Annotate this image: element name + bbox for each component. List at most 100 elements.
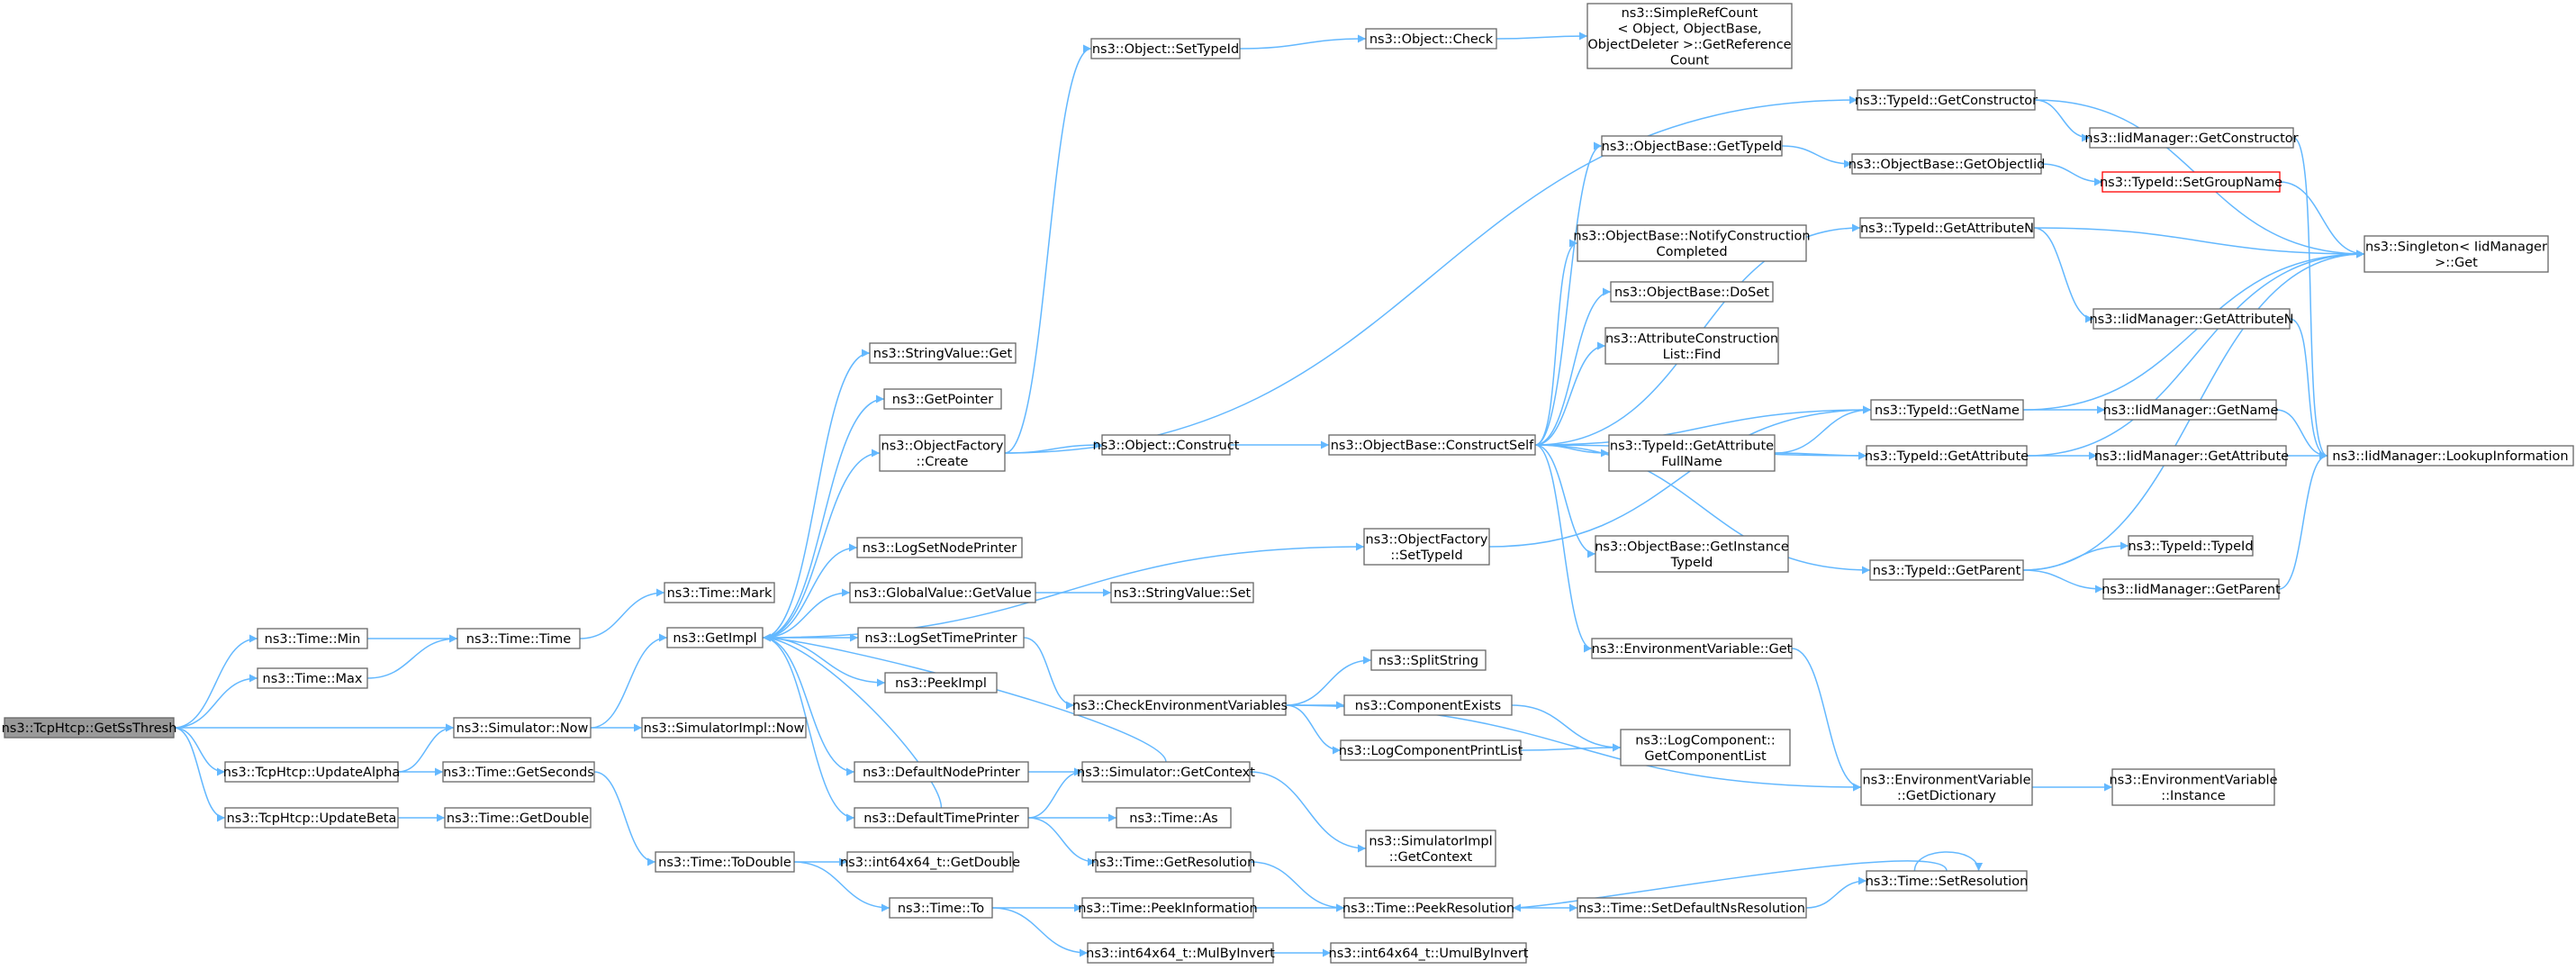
node-getimpl[interactable]: ns3::GetImpl: [666, 627, 764, 648]
node-tid-getname[interactable]: ns3::TypeId::GetName: [1870, 399, 2024, 421]
edge-arrowhead: [1103, 588, 1111, 597]
node-envvar-getdict[interactable]: ns3::EnvironmentVariable::GetDictionary: [1860, 768, 2033, 806]
node-defaulttimeprinter[interactable]: ns3::DefaultTimePrinter: [854, 807, 1029, 829]
node-time-to[interactable]: ns3::Time::To: [889, 897, 993, 919]
node-time-max[interactable]: ns3::Time::Max: [257, 667, 368, 689]
node-getpointer[interactable]: ns3::GetPointer: [883, 388, 1002, 410]
node-logcomponentprintlist[interactable]: ns3::LogComponentPrintList: [1339, 739, 1523, 761]
node-label: ::GetContext: [1389, 850, 1473, 865]
node-box: [1577, 897, 1807, 919]
node-simimpl-getcontext[interactable]: ns3::SimulatorImpl::GetContext: [1365, 829, 1496, 867]
node-simimpl-now[interactable]: ns3::SimulatorImpl::Now: [641, 717, 807, 739]
edge-arrowhead: [1080, 948, 1088, 957]
node-iid-getconstructor[interactable]: ns3::IidManager::GetConstructor: [2084, 127, 2299, 149]
node-iid-lookupinfo[interactable]: ns3::IidManager::LookupInformation: [2327, 445, 2574, 467]
edge-line: [1250, 861, 1345, 909]
node-constructself[interactable]: ns3::ObjectBase::ConstructSelf: [1328, 434, 1536, 456]
node-umulbyinvert[interactable]: ns3::int64x64_t::UmulByInvert: [1329, 942, 1529, 964]
node-todouble[interactable]: ns3::Time::ToDouble: [655, 851, 795, 873]
edge-arrowhead: [1584, 644, 1592, 653]
node-tid-typeid[interactable]: ns3::TypeId::TypeId: [2128, 535, 2254, 557]
node-globalvalue-getvalue[interactable]: ns3::GlobalValue::GetValue: [849, 582, 1036, 603]
node-box: [2102, 578, 2280, 600]
node-box: [1586, 3, 1793, 69]
node-checkenv[interactable]: ns3::CheckEnvironmentVariables: [1072, 694, 1288, 716]
node-objfactory-settypeid[interactable]: ns3::ObjectFactory::SetTypeId: [1363, 528, 1490, 566]
node-iid-getattribute[interactable]: ns3::IidManager::GetAttribute: [2094, 445, 2289, 467]
node-ob-gettypeid[interactable]: ns3::ObjectBase::GetTypeId: [1601, 135, 1783, 157]
node-tid-getparent[interactable]: ns3::TypeId::GetParent: [1869, 559, 2024, 581]
node-box: [224, 761, 399, 783]
node-splitstring[interactable]: ns3::SplitString: [1370, 649, 1487, 671]
node-logsetnodeprinter[interactable]: ns3::LogSetNodePrinter: [856, 537, 1023, 558]
node-tid-setgroupname[interactable]: ns3::TypeId::SetGroupName: [2100, 171, 2282, 193]
node-box: [1851, 153, 2042, 175]
call-edge-logsettimeprinter-to-checkenv: [1023, 637, 1075, 710]
call-edge-time_peekinfo-to-peekresolution: [1253, 903, 1344, 912]
node-object-construct[interactable]: ns3::Object::Construct: [1093, 434, 1240, 456]
node-simplerefcount[interactable]: ns3::SimpleRefCount< Object, ObjectBase,…: [1586, 3, 1793, 69]
node-getseconds[interactable]: ns3::Time::GetSeconds: [442, 761, 595, 783]
node-setresolution[interactable]: ns3::Time::SetResolution: [1866, 870, 2029, 892]
edge-arrowhead: [2097, 405, 2105, 414]
node-ob-doset[interactable]: ns3::ObjectBase::DoSet: [1610, 281, 1774, 303]
node-setdefaultns[interactable]: ns3::Time::SetDefaultNsResolution: [1577, 897, 1807, 919]
node-time-min[interactable]: ns3::Time::Min: [257, 628, 368, 649]
node-ob-notify[interactable]: ns3::ObjectBase::NotifyConstructionCompl…: [1573, 224, 1811, 262]
node-time-getdouble[interactable]: ns3::Time::GetDouble: [444, 807, 592, 829]
node-sim-getcontext[interactable]: ns3::Simulator::GetContext: [1077, 761, 1255, 783]
node-defaultnodeprinter[interactable]: ns3::DefaultNodePrinter: [854, 761, 1029, 783]
node-peekresolution[interactable]: ns3::Time::PeekResolution: [1342, 897, 1514, 919]
node-tid-getattribute[interactable]: ns3::TypeId::GetAttribute: [1865, 445, 2029, 467]
edge-line: [762, 352, 871, 639]
node-box: [846, 851, 1014, 873]
node-updatebeta[interactable]: ns3::TcpHtcp::UpdateBeta: [224, 807, 399, 829]
node-label: FullName: [1661, 455, 1722, 469]
node-time-getresolution[interactable]: ns3::Time::GetResolution: [1091, 851, 1256, 873]
node-label: ns3::IidManager::GetName: [2103, 403, 2279, 418]
node-object-check[interactable]: ns3::Object::Check: [1365, 28, 1497, 50]
node-mulbyinvert[interactable]: ns3::int64x64_t::MulByInvert: [1086, 942, 1275, 964]
node-box: [2327, 445, 2574, 467]
edge-line: [2279, 181, 2365, 255]
node-updatealpha[interactable]: ns3::TcpHtcp::UpdateAlpha: [223, 761, 401, 783]
node-componentexists[interactable]: ns3::ComponentExists: [1343, 694, 1513, 716]
node-tid-getconstructor[interactable]: ns3::TypeId::GetConstructor: [1855, 89, 2038, 111]
edge-arrowhead: [850, 633, 858, 642]
edge-line: [2022, 253, 2365, 411]
node-iid-getattributen[interactable]: ns3::IidManager::GetAttributeN: [2089, 308, 2294, 330]
node-time-peekinfo[interactable]: ns3::Time::PeekInformation: [1078, 897, 1258, 919]
node-objfactory-create[interactable]: ns3::ObjectFactory::Create: [879, 434, 1006, 472]
node-time-time[interactable]: ns3::Time::Time: [456, 628, 581, 649]
node-stringvalue-get[interactable]: ns3::StringValue::Get: [869, 342, 1017, 364]
edge-line: [579, 592, 665, 639]
node-ob-getobjectiid[interactable]: ns3::ObjectBase::GetObjectIid: [1848, 153, 2046, 175]
node-logsettimeprinter[interactable]: ns3::LogSetTimePrinter: [857, 627, 1025, 648]
node-iid-getname[interactable]: ns3::IidManager::GetName: [2103, 399, 2279, 421]
node-iid-getparent[interactable]: ns3::IidManager::GetParent: [2101, 578, 2281, 600]
node-time-as[interactable]: ns3::Time::As: [1116, 807, 1232, 829]
node-int64-getdouble[interactable]: ns3::int64x64_t::GetDouble: [840, 851, 1020, 873]
node-label: ::Instance: [2161, 789, 2226, 803]
edge-arrowhead: [1858, 451, 1866, 460]
node-tid-getattributen[interactable]: ns3::TypeId::GetAttributeN: [1859, 217, 2035, 239]
node-peekimpl[interactable]: ns3::PeekImpl: [884, 672, 998, 694]
call-edge-constructself-to-attrconstruction_find: [1534, 341, 1606, 446]
edge-arrowhead: [1603, 287, 1611, 296]
node-getssthresh[interactable]: ns3::TcpHtcp::GetSsThresh: [2, 717, 177, 739]
edge-arrowhead: [1336, 701, 1344, 710]
node-time-mark[interactable]: ns3::Time::Mark: [664, 582, 775, 603]
node-sim-now[interactable]: ns3::Simulator::Now: [453, 717, 592, 739]
node-envvar-instance[interactable]: ns3::EnvironmentVariable::Instance: [2109, 768, 2278, 806]
edge-arrowhead: [1849, 95, 1857, 104]
node-logcomponent-getlist[interactable]: ns3::LogComponent::GetComponentList: [1620, 729, 1791, 766]
call-edge-defaulttimeprinter-to-sim_getcontext: [1027, 767, 1083, 819]
node-singleton-get[interactable]: ns3::Singleton< IidManager>::Get: [2364, 235, 2549, 273]
node-label: ns3::ObjectBase::DoSet: [1614, 286, 1769, 300]
node-envvar-get[interactable]: ns3::EnvironmentVariable::Get: [1591, 638, 1793, 659]
node-stringvalue-set[interactable]: ns3::StringValue::Set: [1110, 582, 1254, 603]
node-object-settypeid[interactable]: ns3::Object::SetTypeId: [1090, 38, 1241, 59]
